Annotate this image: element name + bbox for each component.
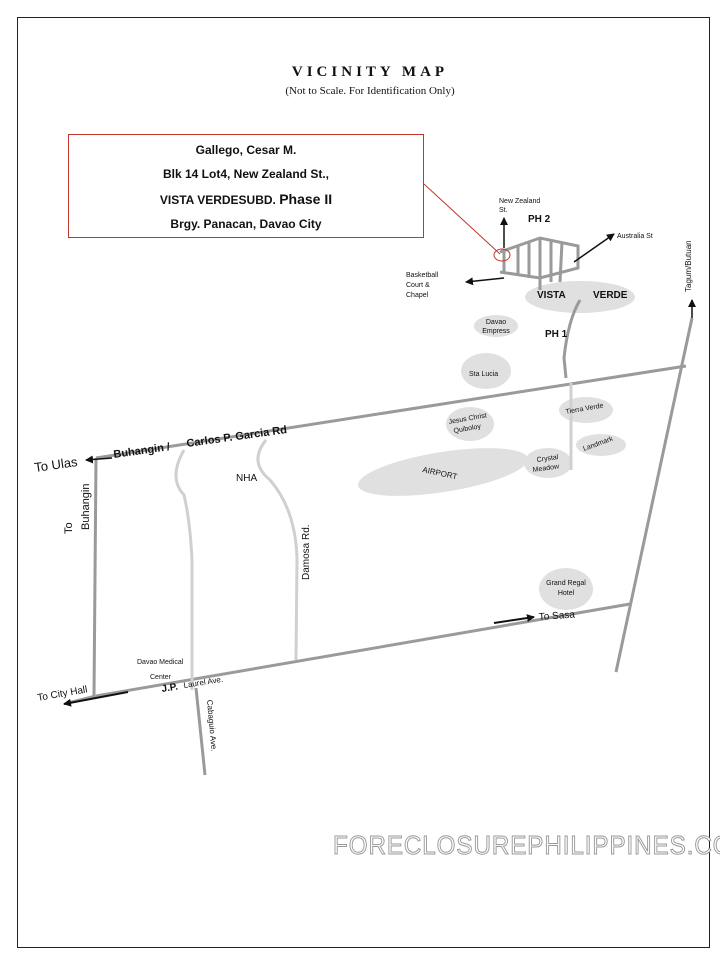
- label-davao-medical-2: Center: [150, 674, 172, 681]
- crystal-meadow-marker: [524, 448, 572, 478]
- label-damosa-road: Damosa Rd.: [301, 524, 312, 580]
- label-davao-empress-2: Empress: [482, 328, 510, 335]
- grand-regal-marker: [539, 568, 593, 610]
- label-australia-st: Australia St: [617, 233, 653, 240]
- watermark: FORECLOSUREPHILIPPINES.COM: [333, 830, 720, 861]
- label-garcia-road: Carlos P. Garcia Rd: [186, 424, 288, 450]
- label-new-zealand-1: New Zealand: [499, 198, 540, 205]
- jesus-christ-marker: [446, 407, 494, 441]
- ph1-road: [562, 299, 582, 379]
- jp-laurel-road: [95, 602, 631, 698]
- lot-address: Blk 14 Lot4, New Zealand St.,: [162, 167, 330, 181]
- map-subtitle: (Not to Scale. For Identification Only): [285, 85, 455, 97]
- label-to-buhangin-2: Buhangin: [80, 484, 92, 531]
- vista-verde-area: [525, 281, 635, 313]
- label-basketball-2: Court &: [406, 282, 430, 289]
- subdivision-name: VISTA VERDESUBD.: [159, 193, 276, 207]
- label-grand-regal-2: Hotel: [558, 590, 575, 597]
- label-vista: VISTA: [537, 290, 566, 301]
- label-davao-medical-1: Davao Medical: [137, 659, 184, 666]
- label-crystal-1: Crystal: [536, 454, 559, 464]
- to-city-hall-arrow: [63, 691, 129, 707]
- sta-lucia-marker: [461, 353, 511, 389]
- label-sta-lucia: Sta Lucia: [469, 371, 498, 378]
- label-ph2: PH 2: [528, 214, 551, 225]
- phase-label: Phase II: [279, 191, 333, 207]
- damosa-road: [256, 439, 299, 661]
- label-jp: J.P.: [161, 681, 179, 694]
- label-ph1: PH 1: [545, 329, 568, 340]
- to-sasa-arrow: [493, 614, 535, 624]
- label-basketball-3: Chapel: [406, 292, 429, 299]
- map-frame: [17, 17, 710, 948]
- australia-arrow: [573, 233, 615, 263]
- label-crystal-2: Meadow: [532, 463, 560, 474]
- label-to-buhangin-1: To: [63, 522, 75, 534]
- label-jesus-christ-2: Quiboloy: [453, 423, 482, 435]
- airport-area: [358, 448, 528, 496]
- label-nha: NHA: [236, 473, 257, 484]
- basketball-arrow: [465, 277, 505, 286]
- address-box: Gallego, Cesar M. Blk 14 Lot4, New Zeala…: [68, 134, 424, 238]
- carlos-p-garcia-road: [95, 364, 687, 460]
- label-to-ulas: To Ulas: [33, 454, 79, 475]
- label-tagum-butuan: Tagum/Butuan: [684, 240, 693, 292]
- barangay-line: Brgy. Panacan, Davao City: [170, 217, 322, 231]
- lot-highlight: [493, 248, 511, 262]
- tagum-butuan-road: [614, 317, 694, 673]
- label-verde: VERDE: [593, 290, 628, 301]
- to-ulas-arrow: [85, 455, 113, 464]
- address-pointer-line: [423, 183, 501, 255]
- label-cabaguio-ave: Cabaguio Ave.: [205, 699, 218, 751]
- owner-name: Gallego, Cesar M.: [195, 143, 297, 157]
- label-davao-empress-1: Davao: [486, 319, 506, 326]
- buhangin-road: [92, 457, 98, 697]
- subdivision-line: VISTA VERDESUBD. Phase II: [69, 191, 423, 207]
- label-basketball-1: Basketball: [406, 272, 439, 279]
- nha-road-left: [174, 449, 194, 690]
- label-laurel-ave: Laurel Ave.: [183, 675, 224, 690]
- label-new-zealand-2: St.: [499, 207, 508, 214]
- landmark-marker: [576, 434, 626, 456]
- davao-empress-marker: [474, 315, 518, 337]
- label-to-sasa: To Sasa: [538, 609, 575, 623]
- map-title: VICINITY MAP: [291, 64, 449, 80]
- label-grand-regal-1: Grand Regal: [546, 580, 586, 587]
- label-buhangin-road: Buhangin /: [113, 441, 171, 461]
- cabaguio-road: [194, 687, 207, 776]
